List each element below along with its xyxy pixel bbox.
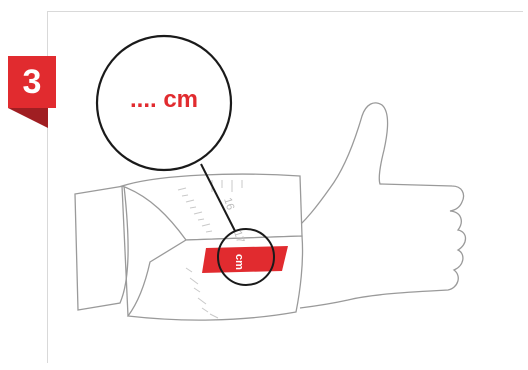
thumbs-up-hand-icon [289,102,467,309]
magnifier-connector [200,163,236,232]
tape-band-back [119,173,303,241]
sleeve [74,185,129,311]
tape-tab [202,246,288,273]
tape-tick-label-16: 16 [221,196,236,211]
tape-focus-circle [217,228,275,286]
badge-fold [8,108,48,128]
tape-unit-label: cm [233,254,245,270]
step-number-badge: 3 [8,56,56,108]
tape-ticks-lower [185,267,219,319]
tape-tick-label-17: 17 [231,229,246,244]
magnifier-icon [95,34,233,172]
content-frame [47,11,523,363]
magnifier-reading: .... cm [129,86,199,113]
tape-edge [121,185,129,317]
